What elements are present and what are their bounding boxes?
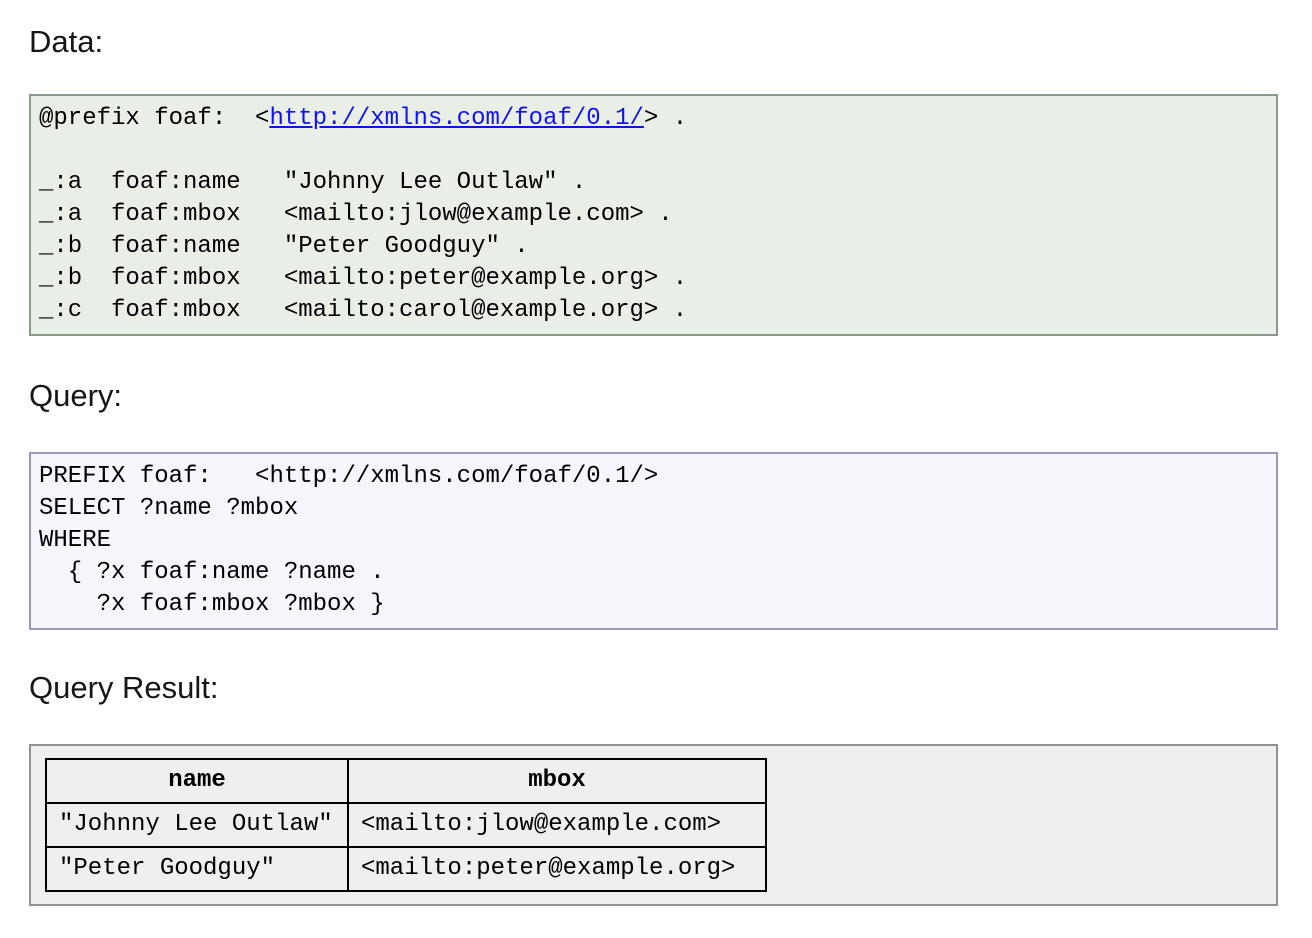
code-line: SELECT ?name ?mbox [39, 495, 299, 522]
column-header-name: name [45, 758, 349, 804]
query-result-panel: name mbox "Johnny Lee Outlaw" <mailto:jl… [29, 744, 1278, 906]
table-cell-name: "Johnny Lee Outlaw" [45, 802, 349, 848]
code-line: PREFIX foaf: <http://xmlns.com/foaf/0.1/… [39, 463, 659, 490]
code-line: _:b foaf:mbox <mailto:peter@example.org>… [39, 265, 688, 292]
query-result-table: name mbox "Johnny Lee Outlaw" <mailto:jl… [45, 758, 767, 892]
prefix-text-before-link: @prefix foaf: < [39, 105, 270, 132]
code-line-blank [39, 135, 1268, 167]
code-line: ?x foaf:mbox ?mbox } [39, 591, 385, 618]
table-cell-name: "Peter Goodguy" [45, 846, 349, 892]
code-line: _:c foaf:mbox <mailto:carol@example.org>… [39, 297, 688, 324]
code-line: _:b foaf:name "Peter Goodguy" . [39, 233, 529, 260]
prefix-text-after-link: > . [643, 105, 688, 132]
data-code-block: @prefix foaf: <http://xmlns.com/foaf/0.1… [29, 94, 1278, 336]
code-line: WHERE [39, 527, 112, 554]
query-heading: Query: [29, 378, 123, 413]
table-header-row: name mbox [45, 758, 767, 804]
table-row: "Peter Goodguy" <mailto:peter@example.or… [45, 846, 767, 892]
code-line: { ?x foaf:name ?name . [39, 559, 385, 586]
table-cell-mbox: <mailto:peter@example.org> [347, 846, 767, 892]
foaf-namespace-link[interactable]: http://xmlns.com/foaf/0.1/ [269, 105, 644, 132]
query-result-heading: Query Result: [29, 670, 219, 705]
code-line: _:a foaf:name "Johnny Lee Outlaw" . [39, 169, 587, 196]
code-line-prefix: @prefix foaf: <http://xmlns.com/foaf/0.1… [39, 103, 1268, 135]
code-line: _:a foaf:mbox <mailto:jlow@example.com> … [39, 201, 673, 228]
column-header-mbox: mbox [347, 758, 767, 804]
query-code-block: PREFIX foaf: <http://xmlns.com/foaf/0.1/… [29, 452, 1278, 630]
table-row: "Johnny Lee Outlaw" <mailto:jlow@example… [45, 802, 767, 848]
data-heading: Data: [29, 24, 104, 59]
table-cell-mbox: <mailto:jlow@example.com> [347, 802, 767, 848]
